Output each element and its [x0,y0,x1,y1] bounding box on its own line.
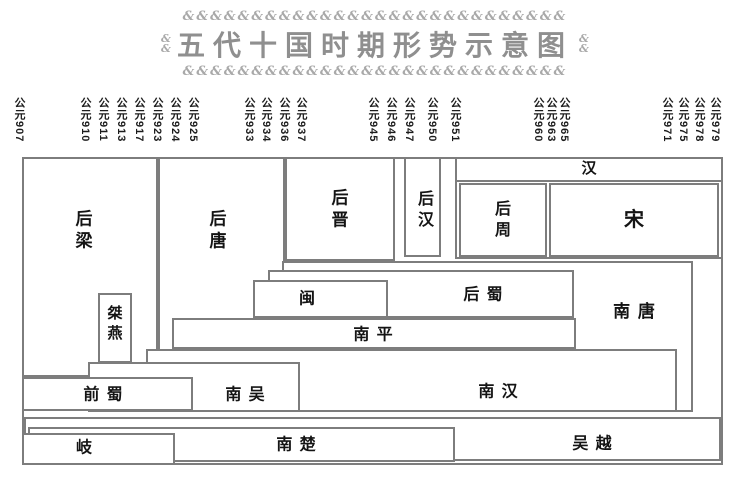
label-houtang: 后 唐 [209,209,227,251]
year-label-950: 公元950 [426,97,438,143]
year-label-947: 公元947 [403,97,415,143]
box-nanping [172,318,576,349]
label-qi: 岐 [75,439,93,457]
year-label-911: 公元911 [97,97,109,142]
title-line: & & 五代十国时期形势示意图 & & [0,24,750,64]
label-nantang: 南唐 [613,301,663,321]
year-label-978: 公元978 [693,97,705,143]
box-song [549,183,719,257]
year-label-971: 公元971 [661,97,673,143]
label-min: 闽 [298,290,316,308]
year-label-936: 公元936 [278,97,290,143]
year-label-963: 公元963 [545,97,557,143]
label-houzhou: 后 周 [494,200,512,239]
page-title: 五代十国时期形势示意图 [176,30,573,61]
box-houjin [285,157,395,261]
title-block: &&&&&&&&&&&&&&&&&&&&&&&&&&&& & & 五代十国时期形… [0,10,750,78]
label-jieyan: 桀 燕 [107,305,123,342]
decor-row-top: &&&&&&&&&&&&&&&&&&&&&&&&&&&& [182,9,568,24]
year-label-960: 公元960 [532,97,544,143]
year-label-979: 公元979 [709,97,721,143]
year-label-945: 公元945 [367,97,379,143]
year-label-925: 公元925 [187,97,199,143]
box-houzhou [459,183,547,257]
label-nanhan: 南汉 [478,383,525,401]
year-label-923: 公元923 [151,97,163,143]
box-houhan [404,157,441,257]
year-label-975: 公元975 [677,97,689,143]
label-nanchu: 南楚 [276,436,323,454]
label-qianshu: 前蜀 [83,386,130,404]
label-houliang: 后 梁 [75,209,93,251]
label-houjin: 后 晋 [331,188,349,230]
line-han-strip [455,180,723,182]
label-nanping: 南平 [353,326,400,344]
year-label-917: 公元917 [133,97,145,143]
decor-left: & & [161,31,171,55]
label-houhan: 后 汉 [417,190,435,229]
box-qianshu [22,377,193,411]
year-label-910: 公元910 [79,97,91,143]
year-label-965: 公元965 [558,97,570,143]
decor-right: & & [579,31,589,55]
decor-row-bottom: &&&&&&&&&&&&&&&&&&&&&&&&&&&& [182,64,568,79]
year-label-933: 公元933 [243,97,255,143]
label-song: 宋 [624,208,644,231]
box-min [253,280,388,318]
year-label-924: 公元924 [169,97,181,143]
label-han: 汉 [581,160,597,178]
box-qi [22,433,175,465]
label-houshu: 后蜀 [463,286,510,304]
label-wuyue: 吴越 [572,435,619,453]
box-houliang [22,157,158,377]
year-label-937: 公元937 [295,97,307,143]
year-label-934: 公元934 [260,97,272,143]
year-label-946: 公元946 [385,97,397,143]
box-jieyan [98,293,132,363]
year-label-907: 公元907 [13,97,25,143]
label-nanwu: 南吴 [225,386,272,404]
year-label-951: 公元951 [449,97,461,143]
year-label-913: 公元913 [115,97,127,143]
